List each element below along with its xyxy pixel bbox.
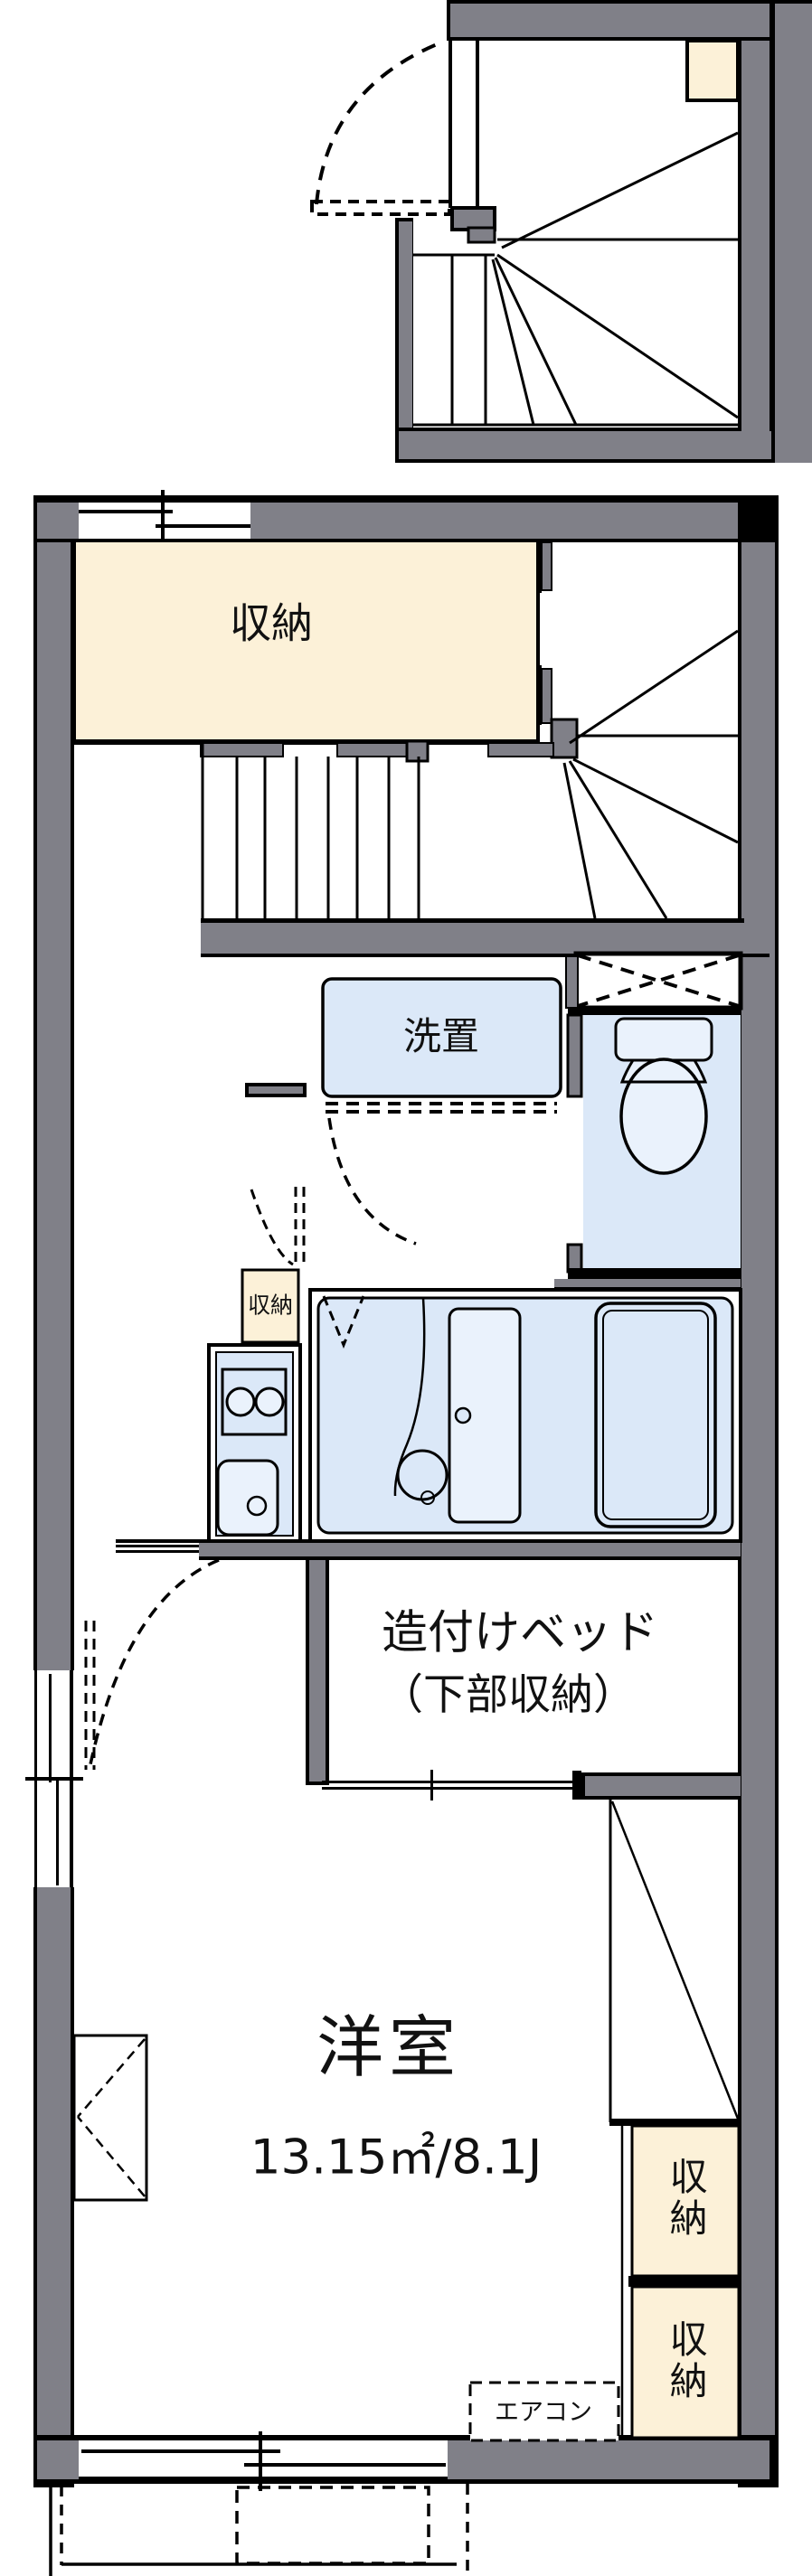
kitchen-unit: [207, 1343, 302, 1545]
label-closet-upper: 収納: [664, 2157, 709, 2240]
bathroom: [308, 1288, 742, 1543]
label-western-room: 洋室: [316, 2008, 461, 2087]
stair-divider-wall: [536, 539, 579, 759]
upper-storage: [72, 539, 540, 745]
label-washer-space: 洗置: [402, 1013, 480, 1058]
label-bed-sub-storage: （下部収納）: [381, 1669, 636, 1720]
washroom-door: [250, 1117, 417, 1267]
bath-door-panel: [448, 1307, 522, 1524]
closet-upper-box: [630, 2124, 741, 2278]
stair-treads-2f: [201, 629, 739, 921]
air-conditioner-box: [468, 2381, 620, 2442]
label-upper-storage: 収納: [230, 598, 313, 648]
hall-wall-piece: [245, 1083, 307, 1097]
shaft-x-box: [573, 951, 743, 1011]
stair-bottom-line: [201, 918, 744, 923]
closet-column: [609, 1800, 741, 2440]
entry-stairwell: [395, 0, 812, 463]
stair-bottom-wall-edge: [201, 954, 770, 957]
sink: [216, 1459, 279, 1537]
bath-drain-area: [396, 1449, 448, 1501]
label-closet-lower: 収納: [664, 2319, 709, 2402]
toilet-room: [554, 955, 741, 1291]
bed-block: [116, 1539, 741, 1800]
bay-window-box: [72, 2034, 148, 2202]
stair-bottom-wall: [201, 923, 770, 954]
room-door: [84, 1558, 220, 1770]
washer-space-box: [321, 977, 562, 1114]
stair-landing-band: [74, 739, 554, 763]
porch-outline: [49, 2484, 469, 2576]
bath-folding-door: [322, 1295, 365, 1349]
label-air-conditioner: エアコン: [495, 2398, 592, 2427]
bathtub: [594, 1302, 717, 1528]
unit-walls: [25, 490, 779, 2491]
toilet-fixture: [614, 1017, 713, 1175]
closet-diagonal: [610, 1800, 740, 2120]
entry-door: [310, 41, 451, 216]
label-kitchen-storage: 収納: [247, 1292, 294, 1319]
closet-lower-box: [630, 2285, 741, 2440]
entry-storage-box: [685, 39, 740, 102]
entry-stair-treads: [413, 131, 739, 427]
label-built-in-bed: 造付けベッド: [381, 1606, 659, 1660]
label-room-area: 13.15㎡/8.1J: [250, 2129, 543, 2186]
kitchen-storage-box: [241, 1268, 300, 1344]
